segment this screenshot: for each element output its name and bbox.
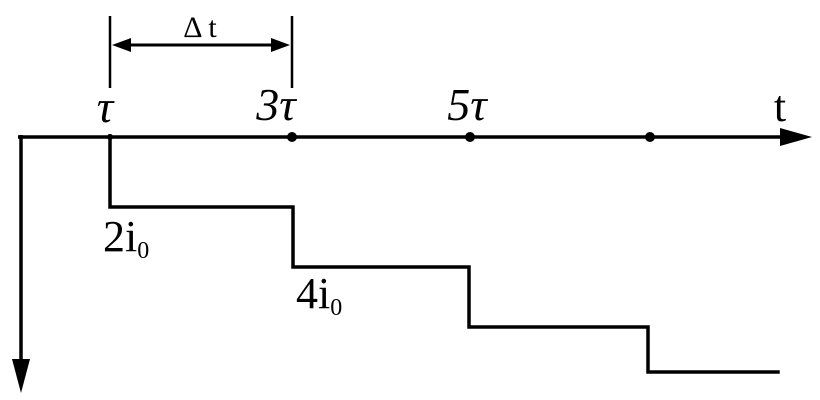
tick-label-3tau: 3τ bbox=[255, 79, 297, 130]
axis-dot-1 bbox=[287, 132, 297, 142]
step-label-2i0-main: 2i bbox=[103, 212, 137, 261]
delta-right-arrowhead-icon bbox=[271, 38, 290, 52]
delta-left-arrowhead-icon bbox=[112, 38, 131, 52]
t-axis-label: t bbox=[774, 82, 786, 131]
step-label-4i0-main: 4i bbox=[296, 269, 330, 318]
axis-dot-2 bbox=[465, 132, 475, 142]
tick-label-5tau: 5τ bbox=[447, 79, 488, 130]
axis-dot-3 bbox=[645, 132, 655, 142]
staircase-waveform bbox=[108, 134, 780, 374]
step-label-4i0-sub: 0 bbox=[330, 295, 342, 321]
delta-t-label: Δ t bbox=[183, 11, 217, 44]
tick-label-tau: τ bbox=[97, 81, 115, 132]
figure-geometry bbox=[12, 16, 812, 393]
step-label-4i0: 4i0 bbox=[296, 269, 342, 321]
i-axis-arrowhead-icon bbox=[12, 359, 30, 393]
t-axis-arrowhead-icon bbox=[780, 128, 812, 146]
step-label-2i0-sub: 0 bbox=[137, 238, 149, 264]
step-label-2i0: 2i0 bbox=[103, 212, 149, 264]
